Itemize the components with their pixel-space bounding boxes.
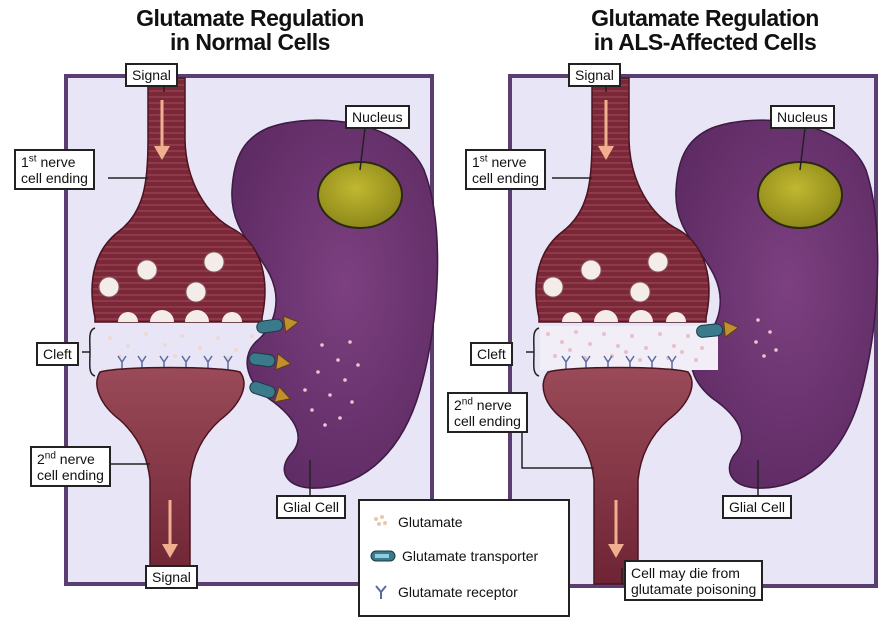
vesicle [99,277,119,297]
als-nucleus [758,162,842,228]
normal-signal-top-label: Signal [125,63,178,87]
first-ending-line2: cell ending [472,170,539,186]
first-ending-rest: nerve [37,154,76,170]
normal-first-ending-label: 1st nerve cell ending [14,149,95,190]
first-ending-sup: st [480,153,488,164]
cell-death-line1: Cell may die from [631,565,740,581]
first-ending-num: 1 [472,154,480,170]
normal-nucleus-label: Nucleus [345,105,410,129]
legend-row-receptor: Glutamate receptor [370,583,518,601]
vesicle [630,282,650,302]
legend: Glutamate Glutamate transporter Glutamat… [358,499,570,617]
first-ending-rest: nerve [488,154,527,170]
second-ending-line2: cell ending [37,467,104,483]
als-first-ending-label: 1st nerve cell ending [465,149,546,190]
first-ending-line2: cell ending [21,170,88,186]
receptor-icon [370,583,392,601]
first-ending-sup: st [29,153,37,164]
normal-signal-bottom-label: Signal [145,565,198,589]
legend-glutamate-label: Glutamate [398,514,463,530]
glutamate-icon [370,513,392,531]
first-ending-num: 1 [21,154,29,170]
legend-receptor-label: Glutamate receptor [398,584,518,600]
second-ending-num: 2 [454,397,462,413]
legend-row-glutamate: Glutamate [370,513,463,531]
second-ending-rest: nerve [473,397,512,413]
vesicle [543,277,563,297]
vesicle [137,260,157,280]
als-nucleus-label: Nucleus [770,105,835,129]
second-ending-rest: nerve [56,451,95,467]
second-ending-sup: nd [45,450,56,461]
als-signal-top-label: Signal [568,63,621,87]
legend-transporter-label: Glutamate transporter [402,548,538,564]
vesicle [204,252,224,272]
vesicle [648,252,668,272]
normal-cleft-label: Cleft [36,342,79,366]
als-glial-cell-label: Glial Cell [722,495,792,519]
second-ending-num: 2 [37,451,45,467]
als-second-ending-label: 2nd nerve cell ending [447,392,528,433]
transporter-icon [370,547,396,565]
legend-row-transporter: Glutamate transporter [370,547,538,565]
cell-death-line2: glutamate poisoning [631,581,756,597]
als-cleft-label: Cleft [470,342,513,366]
normal-second-ending-label: 2nd nerve cell ending [30,446,111,487]
vesicle [581,260,601,280]
normal-nucleus [318,162,402,228]
normal-glial-cell-label: Glial Cell [276,495,346,519]
cell-death-label: Cell may die from glutamate poisoning [624,560,763,601]
vesicle [186,282,206,302]
second-ending-line2: cell ending [454,413,521,429]
second-ending-sup: nd [462,396,473,407]
